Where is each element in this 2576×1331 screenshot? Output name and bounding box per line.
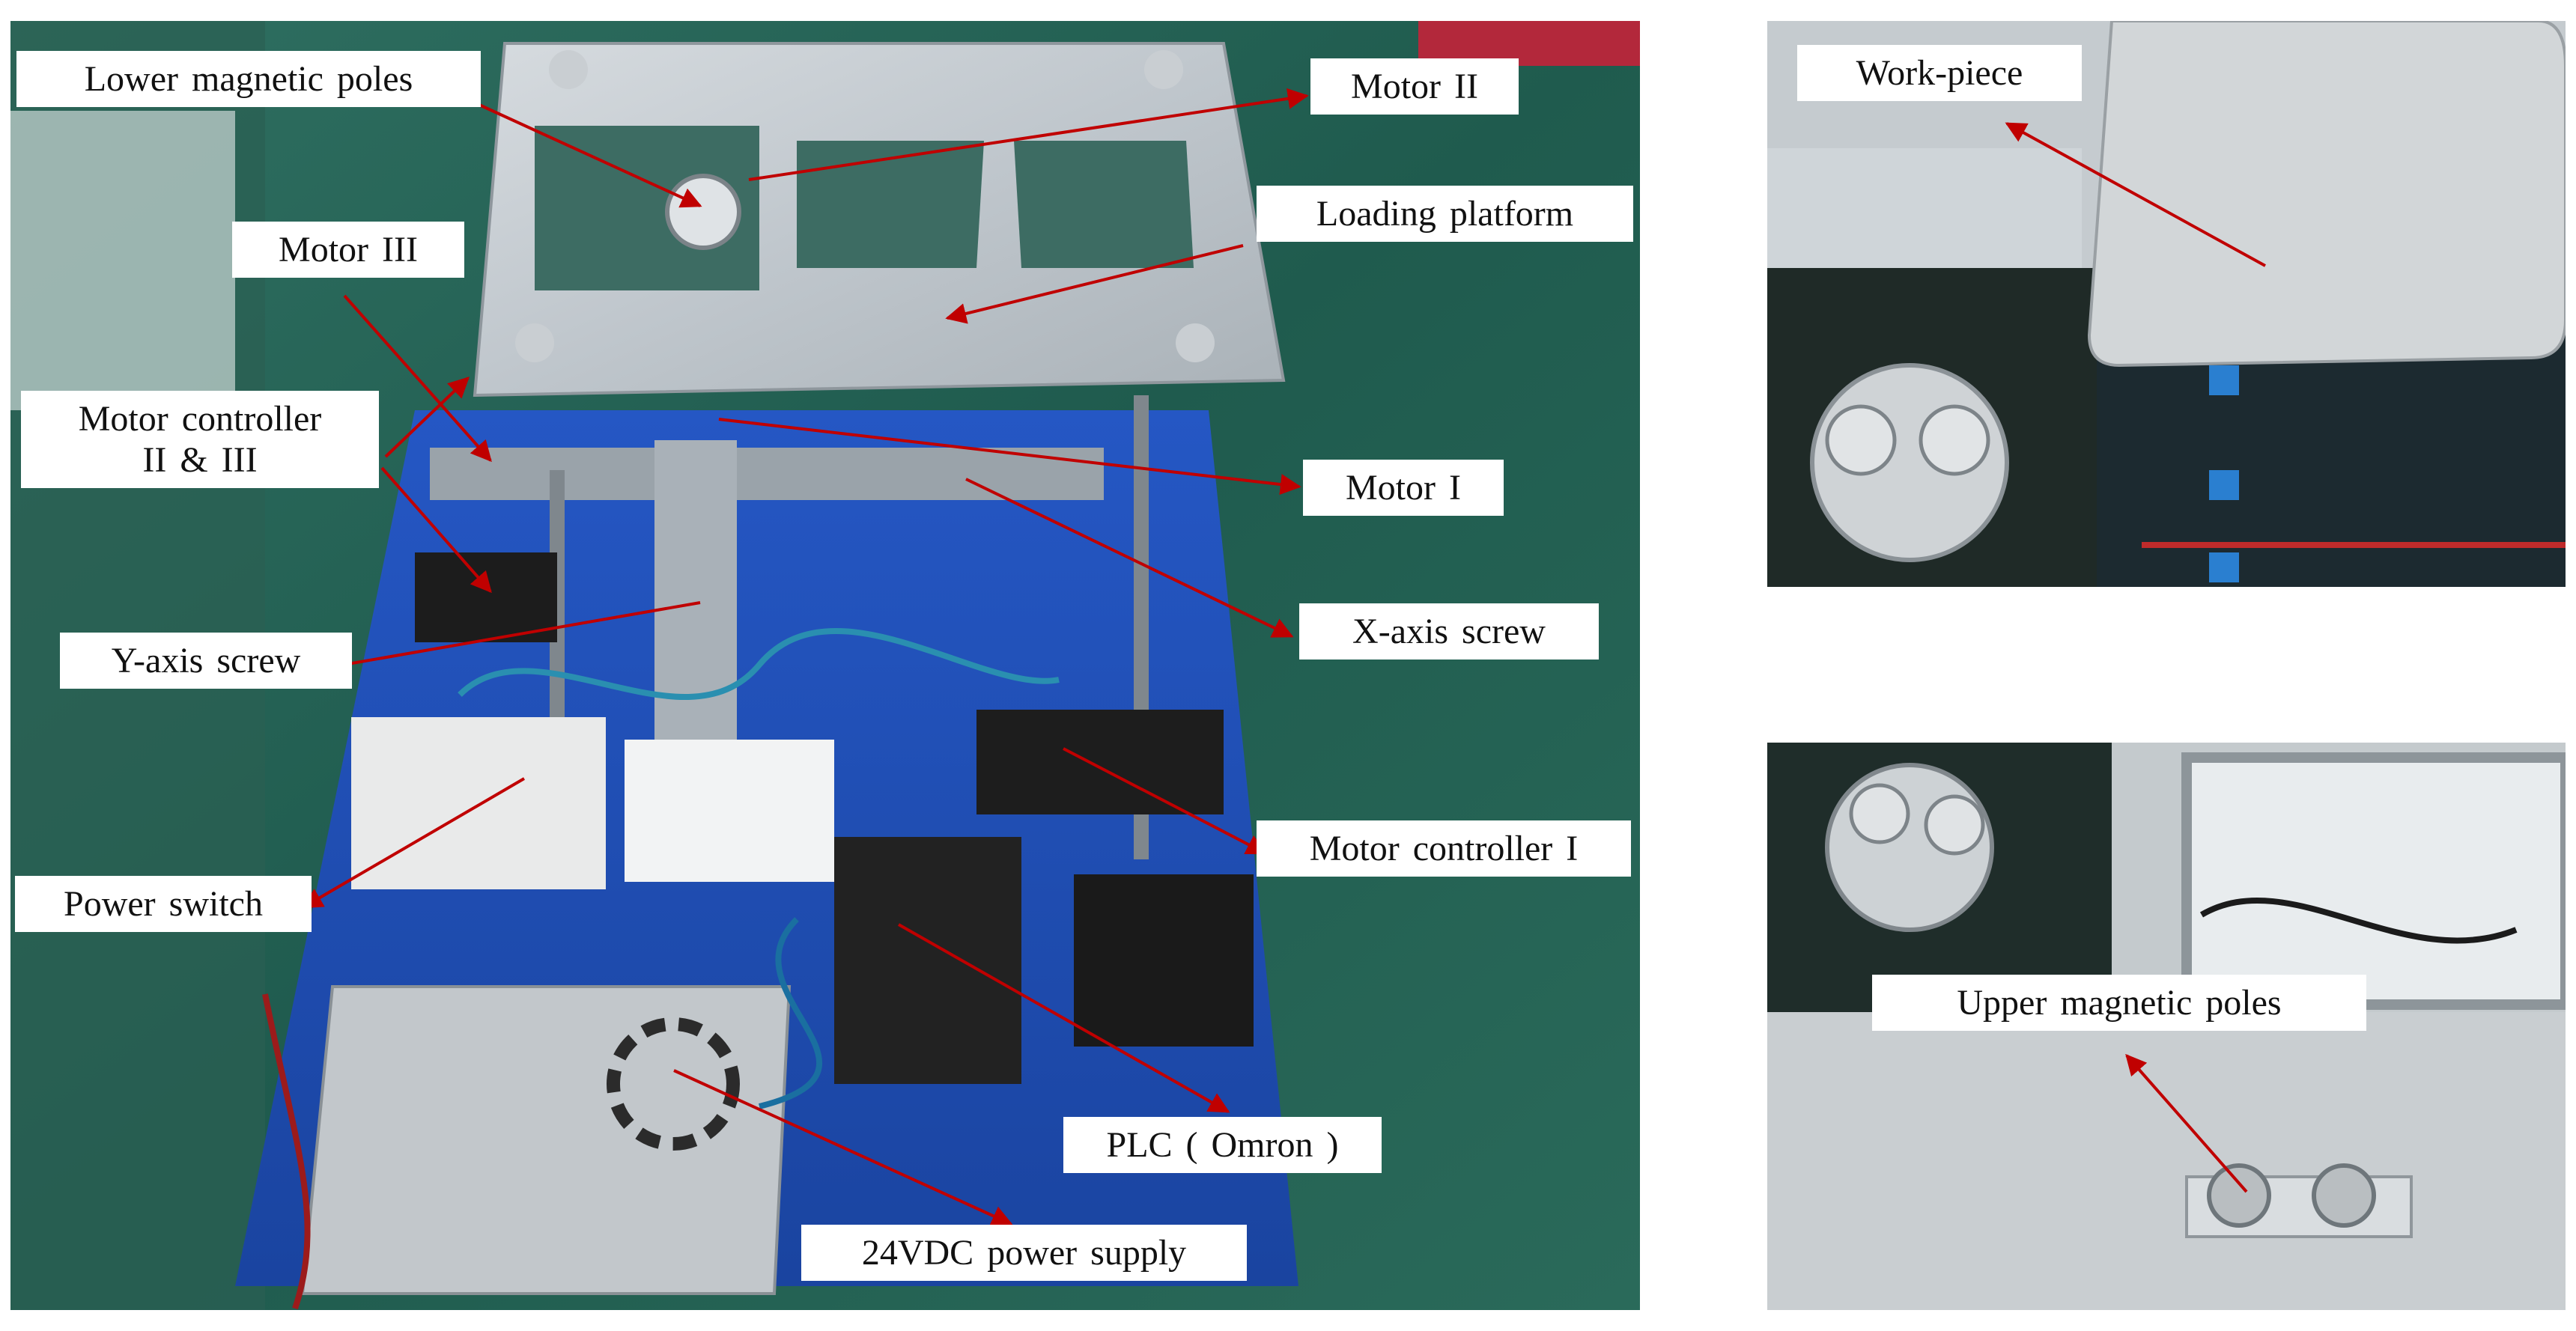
arrow-y-axis-screw [320, 601, 701, 676]
label-motor-controller-line2: II & III [142, 440, 258, 481]
label-motor-controller-line1: Motor controller [78, 399, 322, 439]
arrow-motor-controller-to-board [380, 466, 492, 594]
arrow-loading-platform [945, 244, 1244, 324]
label-24vdc-power-supply: 24VDC power supply [801, 1225, 1247, 1282]
label-motor-i: Motor I [1303, 460, 1504, 517]
arrow-plc [898, 923, 1230, 1113]
label-loading-platform: Loading platform [1257, 186, 1633, 243]
arrow-motor-i [718, 418, 1301, 495]
arrow-x-axis-screw [965, 478, 1294, 638]
label-lower-magnetic-poles: Lower magnetic poles [16, 51, 481, 108]
arrow-power-supply [673, 1069, 1013, 1226]
label-motor-iii: Motor III [232, 222, 464, 278]
arrow-work-piece [2005, 122, 2266, 267]
inset-workpiece-illustration [1767, 21, 2566, 587]
arrow-motor-controller-i [1063, 747, 1268, 855]
label-motor-controller-ii-iii: Motor controller II & III [21, 391, 379, 489]
arrow-upper-magnetic-poles [2125, 1053, 2248, 1193]
arrow-motor-iii [343, 294, 492, 463]
arrow-motor-controller-to-motor [384, 377, 470, 458]
label-upper-magnetic-poles: Upper magnetic poles [1872, 975, 2366, 1032]
arrow-power-switch [301, 777, 526, 909]
arrow-motor-ii [748, 88, 1309, 181]
label-motor-controller-i: Motor controller I [1257, 820, 1631, 877]
label-y-axis-screw: Y-axis screw [60, 633, 352, 689]
label-motor-ii: Motor II [1310, 58, 1519, 115]
label-work-piece: Work-piece [1797, 45, 2082, 102]
inset-workpiece-photo [1767, 21, 2566, 587]
label-power-switch: Power switch [15, 876, 312, 933]
arrow-lower-magnetic-poles [479, 103, 702, 208]
label-plc-omron: PLC ( Omron ) [1063, 1117, 1382, 1174]
label-x-axis-screw: X-axis screw [1299, 603, 1599, 660]
